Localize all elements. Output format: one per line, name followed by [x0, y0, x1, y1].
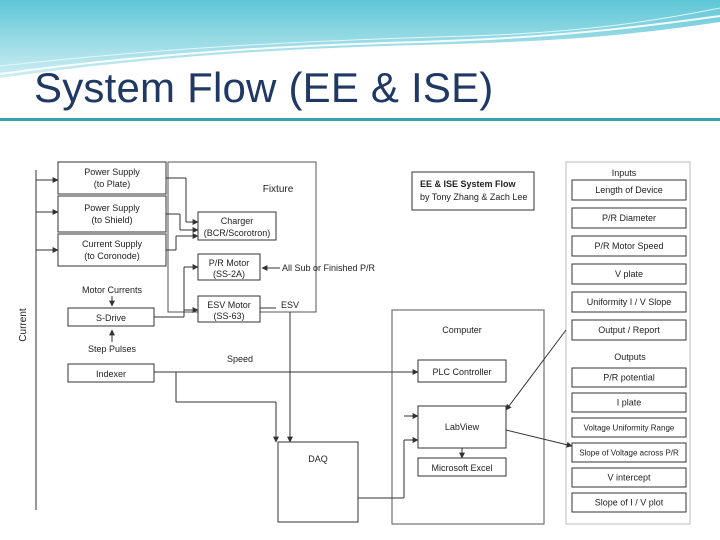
- labview-label: LabView: [445, 422, 480, 432]
- system-flow-diagram: Current Power Supply (to Plate) Power Su…: [18, 160, 691, 525]
- wave-banner: [0, 0, 720, 80]
- input-item-label: Length of Device: [595, 185, 663, 195]
- input-item-label: P/R Motor Speed: [594, 241, 663, 251]
- esv-motor-box: ESV Motor (SS-63): [197, 295, 261, 323]
- credit-title: EE & ISE System Flow: [420, 179, 517, 189]
- ps-plate-line1: Power Supply: [84, 167, 140, 177]
- title-divider: [0, 118, 720, 121]
- input-item-box: [571, 235, 687, 257]
- inputs-header: Inputs: [612, 168, 637, 178]
- outputs-header: Outputs: [614, 352, 646, 362]
- computer-frame: [391, 309, 545, 525]
- input-item-box: [571, 263, 687, 285]
- credit-box: EE & ISE System Flow by Tony Zhang & Zac…: [411, 171, 535, 211]
- fixture-label: Fixture: [263, 184, 294, 195]
- pr-motor-line1: P/R Motor: [209, 258, 250, 268]
- indexer-box: Indexer: [67, 363, 155, 383]
- input-item-box: [571, 291, 687, 313]
- current-supply-box: Current Supply (to Coronode): [57, 233, 167, 267]
- inputs-to-labview-arrow: [505, 329, 567, 411]
- output-item-box: [571, 442, 687, 463]
- output-item-box: [571, 492, 687, 513]
- power-supply-shield-box: Power Supply (to Shield): [57, 195, 167, 233]
- output-item-label: Slope of Voltage across P/R: [579, 449, 679, 458]
- pr-motor-line2: (SS-2A): [213, 269, 245, 279]
- power-supply-plate-box: Power Supply (to Plate): [57, 161, 167, 195]
- charger-box: Charger (BCR/Scorotron): [197, 211, 277, 241]
- output-item-label: P/R potential: [603, 373, 655, 383]
- output-item-label: I plate: [617, 398, 642, 408]
- current-supply-line1: Current Supply: [82, 239, 143, 249]
- esv-motor-line1: ESV Motor: [207, 300, 251, 310]
- plc-controller-box: PLC Controller: [417, 359, 507, 383]
- output-item-label: Slope of I / V plot: [595, 498, 664, 508]
- step-pulses-label: Step Pulses: [88, 344, 137, 354]
- daq-label: DAQ: [308, 454, 328, 464]
- charger-line1: Charger: [221, 216, 254, 226]
- plc-controller-label: PLC Controller: [432, 367, 491, 377]
- labview-box: LabView: [417, 405, 507, 449]
- input-item-label: Output / Report: [598, 325, 660, 335]
- computer-label: Computer: [442, 325, 482, 335]
- microsoft-excel-box: Microsoft Excel: [417, 457, 507, 477]
- input-item-label: P/R Diameter: [602, 213, 656, 223]
- esv-label: ESV: [281, 300, 299, 310]
- indexer-label: Indexer: [96, 369, 126, 379]
- output-item-label: Voltage Uniformity Range: [584, 424, 675, 433]
- output-item-box: [571, 392, 687, 413]
- motor-currents-label: Motor Currents: [82, 285, 143, 295]
- input-item-box: [571, 207, 687, 229]
- esv-motor-line2: (SS-63): [213, 311, 244, 321]
- s-drive-box: S-Drive: [67, 307, 155, 327]
- output-item-box: [571, 367, 687, 388]
- io-column-frame: [565, 161, 691, 525]
- credit-authors: by Tony Zhang & Zach Lee: [420, 192, 527, 202]
- daq-box: DAQ: [277, 441, 359, 523]
- labview-to-outputs-arrow: [505, 429, 573, 448]
- ps-shield-line1: Power Supply: [84, 203, 140, 213]
- ps-plate-line2: (to Plate): [94, 179, 131, 189]
- pr-motor-box: P/R Motor (SS-2A): [197, 253, 261, 281]
- all-sub-label: All Sub or Finished P/R: [282, 263, 376, 273]
- output-item-box: [571, 417, 687, 438]
- microsoft-excel-label: Microsoft Excel: [431, 463, 492, 473]
- current-supply-line2: (to Coronode): [84, 251, 140, 261]
- charger-line2: (BCR/Scorotron): [204, 228, 271, 238]
- input-item-label: Uniformity I / V Slope: [587, 297, 672, 307]
- slide-title: System Flow (EE & ISE): [34, 64, 494, 111]
- input-item-box: [571, 179, 687, 201]
- input-item-label: V plate: [615, 269, 643, 279]
- input-item-box: [571, 319, 687, 341]
- output-item-label: V intercept: [607, 473, 651, 483]
- ps-shield-line2: (to Shield): [91, 215, 132, 225]
- s-drive-label: S-Drive: [96, 313, 126, 323]
- output-item-box: [571, 467, 687, 488]
- current-label: Current: [18, 308, 29, 342]
- speed-label: Speed: [227, 354, 253, 364]
